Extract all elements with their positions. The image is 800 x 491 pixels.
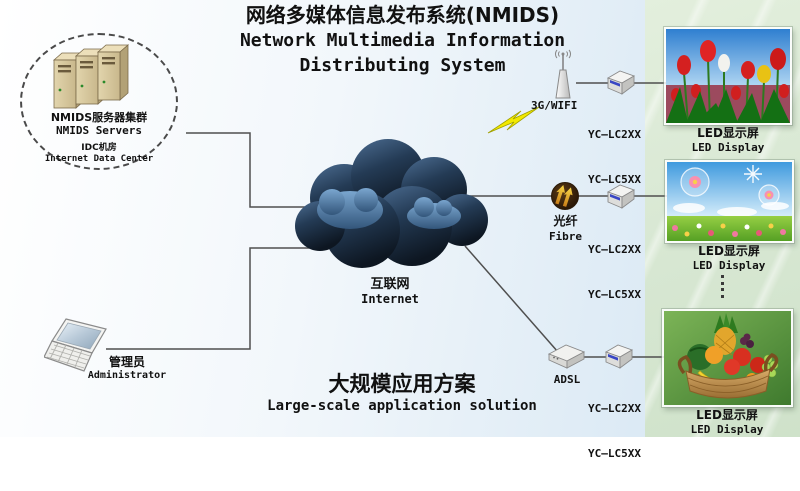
page-title-en-line1: Network Multimedia Information xyxy=(239,30,566,51)
title-block: 网络多媒体信息发布系统(NMIDS) Network Multimedia In… xyxy=(225,2,580,78)
adsl-device-model-1: YC—LC2XX xyxy=(588,402,641,415)
wifi-device-model-2: YC—LC5XX xyxy=(588,173,641,186)
led-image-tulip-field xyxy=(666,29,790,123)
internet-labels: 互联网 Internet xyxy=(330,276,450,306)
internet-cloud-icon xyxy=(295,139,488,268)
led-display-1 xyxy=(664,27,792,125)
fibre-controller-device-icon xyxy=(606,184,636,209)
wire-admin-to-cloud xyxy=(106,247,312,350)
adsl-modem-icon xyxy=(547,344,586,369)
fibre-medium-label-zh: 光纤 xyxy=(553,214,578,228)
datacenter-room-label-en: Internet Data Center xyxy=(44,154,154,164)
led-display-1-caption: LED显示屏 LED Display xyxy=(664,126,792,154)
fibre-device-model-2: YC—LC5XX xyxy=(588,288,641,301)
adsl-medium-label: ADSL xyxy=(553,373,581,386)
server-cluster-icon xyxy=(52,44,130,109)
led-display-3-label-zh: LED显示屏 xyxy=(696,408,758,422)
datacenter-labels: NMIDS服务器集群 NMIDS Servers IDC机房 Internet … xyxy=(22,111,176,165)
page-title-en-line2: Distributing System xyxy=(299,55,506,76)
led-display-2-label-zh: LED显示屏 xyxy=(698,244,760,258)
fibre-labels: 光纤 Fibre xyxy=(538,214,593,244)
adsl-device-model-2: YC—LC5XX xyxy=(588,447,641,460)
wifi-device-model-1: YC—LC2XX xyxy=(588,128,641,141)
fibre-device-models: YC—LC2XX YC—LC5XX xyxy=(588,212,641,332)
diagram-canvas: 网络多媒体信息发布系统(NMIDS) Network Multimedia In… xyxy=(0,0,800,460)
led-display-2-caption: LED显示屏 LED Display xyxy=(665,244,793,272)
led-display-3-caption: LED显示屏 LED Display xyxy=(663,408,791,436)
datacenter-cluster-label-en: NMIDS Servers xyxy=(55,124,143,137)
fibre-medium-label-en: Fibre xyxy=(548,230,583,243)
led-image-fruit-basket xyxy=(664,311,791,405)
datacenter-cluster-label-zh: NMIDS服务器集群 xyxy=(50,111,148,124)
fibre-icon xyxy=(551,182,579,210)
led-image-flower-meadow xyxy=(667,162,792,241)
page-title-zh: 网络多媒体信息发布系统(NMIDS) xyxy=(245,3,560,27)
fibre-device-model-1: YC—LC2XX xyxy=(588,243,641,256)
internet-label-zh: 互联网 xyxy=(370,277,410,292)
led-display-2 xyxy=(665,160,794,243)
server-tower-icon xyxy=(96,44,130,101)
led-display-1-label-zh: LED显示屏 xyxy=(697,126,759,140)
led-display-2-label-en: LED Display xyxy=(692,259,766,272)
datacenter-boundary-ellipse xyxy=(20,33,178,170)
wifi-device-models: YC—LC2XX YC—LC5XX xyxy=(588,97,641,217)
datacenter-room-label-zh: IDC机房 xyxy=(81,143,117,153)
led-display-3-label-en: LED Display xyxy=(690,423,764,436)
administrator-labels: 管理员 Administrator xyxy=(72,356,182,382)
footer-block: 大规模应用方案 Large-scale application solution xyxy=(228,370,576,414)
wifi-medium-label: 3G/WIFI xyxy=(531,99,578,112)
led-display-3 xyxy=(662,309,793,407)
wifi-antenna-icon xyxy=(555,49,571,99)
internet-label-en: Internet xyxy=(361,292,419,306)
laptop-icon xyxy=(44,318,107,372)
wifi-controller-device-icon xyxy=(606,70,636,95)
adsl-controller-device-icon xyxy=(604,344,634,369)
footer-slogan-zh: 大规模应用方案 xyxy=(328,372,476,396)
administrator-label-en: Administrator xyxy=(87,370,167,381)
led-display-1-label-en: LED Display xyxy=(691,141,765,154)
more-displays-ellipsis xyxy=(721,275,724,298)
sun-sparkle-icon xyxy=(744,165,762,183)
footer-slogan-en: Large-scale application solution xyxy=(267,398,537,414)
administrator-label-zh: 管理员 xyxy=(108,355,145,369)
adsl-device-models: YC—LC2XX YC—LC5XX xyxy=(588,371,641,491)
